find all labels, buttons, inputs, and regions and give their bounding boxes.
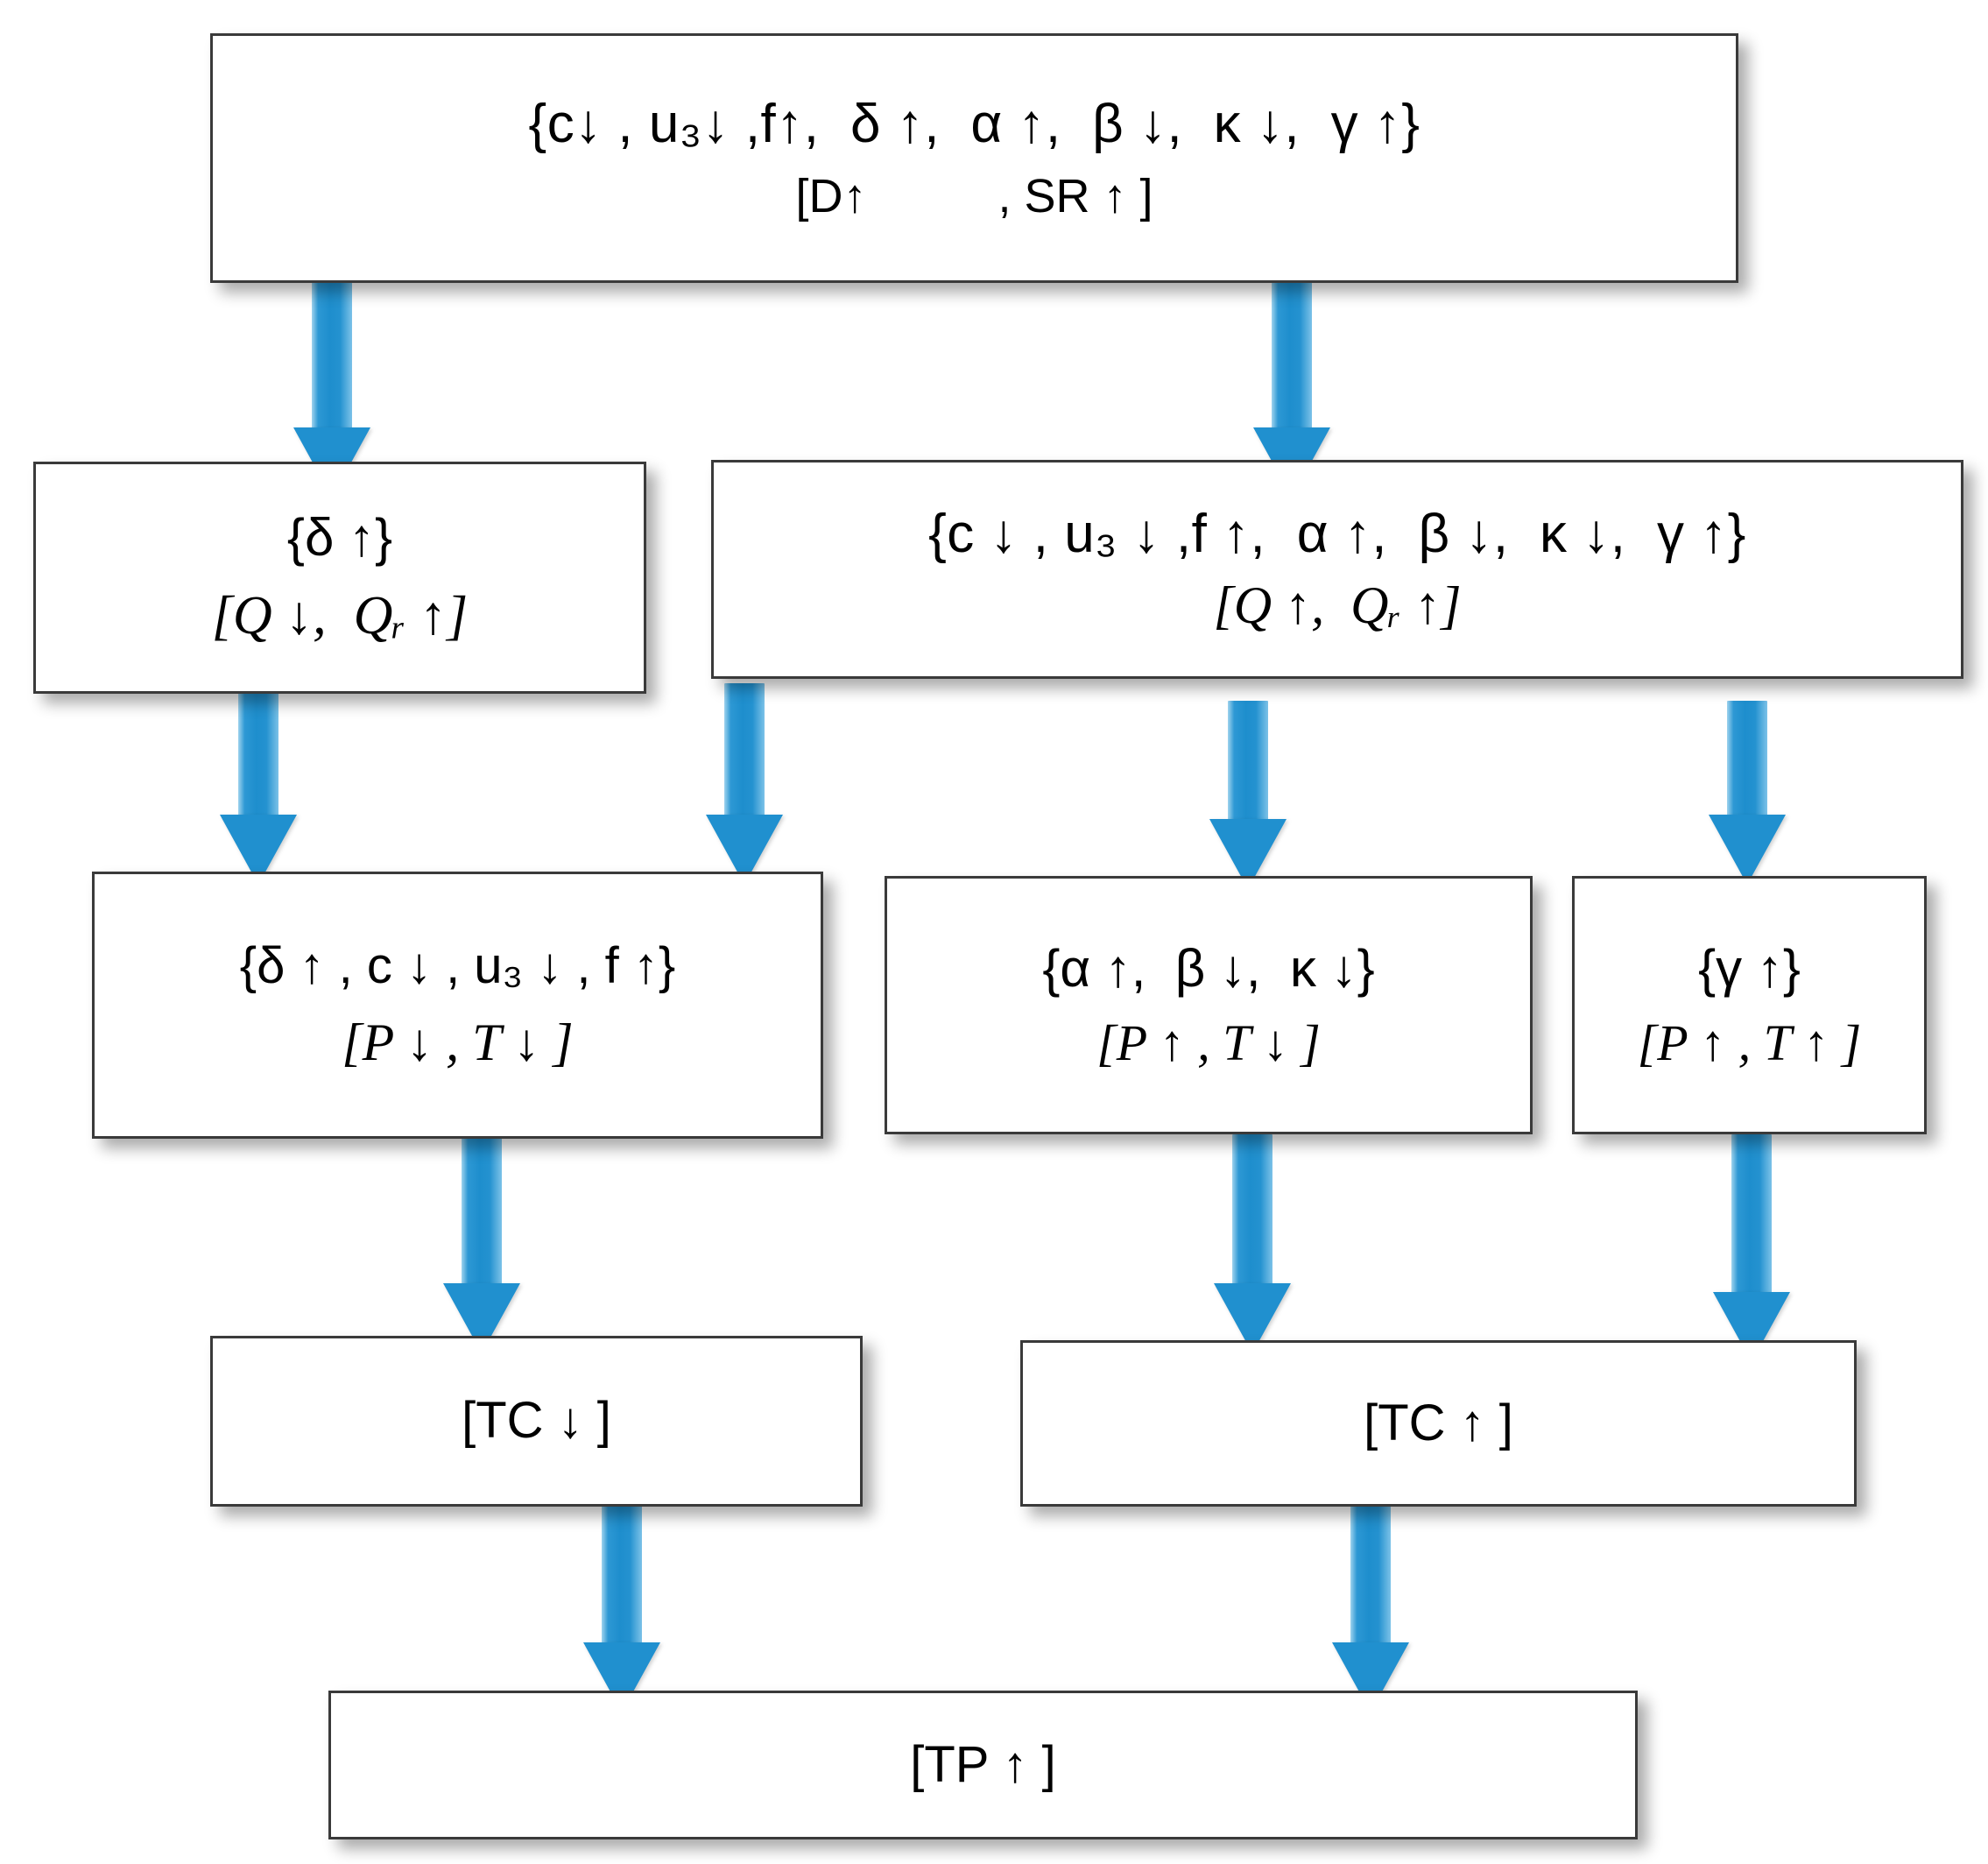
node-set2-properties: [P ↑ , T ↓ ] [1096,1013,1321,1071]
arrow-rest-to-gamma [1708,701,1787,885]
arrow-rest-to-set2 [1209,701,1287,889]
node-set-alpha-beta-kappa[interactable]: {α ↑, β ↓, κ ↓} [P ↑ , T ↓ ] [885,876,1533,1134]
node-set-delta-c-u3-f[interactable]: {δ ↑ , c ↓ , u₃ ↓ , f ↑} [P ↓ , T ↓ ] [92,872,823,1139]
node-rest-set: {c ↓ , u₃ ↓ ,f ↑, α ↑, β ↓, κ ↓, γ ↑} [928,503,1746,564]
node-root[interactable]: {c↓ , u₃↓ ,f↑, δ ↑, α ↑, β ↓, κ ↓, γ ↑} … [210,33,1738,283]
arrow-gamma-to-tc-up [1712,1134,1791,1362]
node-rest[interactable]: {c ↓ , u₃ ↓ ,f ↑, α ↑, β ↓, κ ↓, γ ↑} [Q… [711,460,1963,679]
node-set-gamma[interactable]: {γ ↑} [P ↑ , T ↑ ] [1572,876,1927,1134]
node-tc-down-label: [TC ↓ ] [462,1392,611,1450]
arrow-set2-to-tc-up [1213,1134,1292,1353]
arrow-rest-to-set1 [705,683,784,885]
node-gamma-set: {γ ↑} [1698,938,1801,998]
node-root-properties: [D↑ , SR ↑ ] [795,169,1153,222]
node-delta-properties: [Q ↓, Qᵣ ↑] [211,586,469,646]
arrow-tc-up-to-tp [1331,1493,1410,1712]
node-tc-down[interactable]: [TC ↓ ] [210,1336,863,1507]
node-tc-up[interactable]: [TC ↑ ] [1020,1340,1857,1507]
arrow-tc-down-to-tp [582,1493,661,1712]
node-gamma-properties: [P ↑ , T ↑ ] [1637,1013,1862,1071]
node-set1-set: {δ ↑ , c ↓ , u₃ ↓ , f ↑} [239,936,676,994]
node-tp-up-label: [TP ↑ ] [910,1735,1056,1793]
arrow-delta-to-set1 [219,692,298,885]
node-tc-up-label: [TC ↑ ] [1364,1394,1513,1451]
arrow-set1-to-tc-down [442,1134,521,1353]
node-delta[interactable]: {δ ↑} [Q ↓, Qᵣ ↑] [33,462,646,694]
node-rest-properties: [Q ↑, Qᵣ ↑] [1213,576,1462,635]
node-root-set: {c↓ , u₃↓ ,f↑, δ ↑, α ↑, β ↓, κ ↓, γ ↑} [528,93,1421,154]
node-delta-set: {δ ↑} [286,508,393,568]
node-tp-up[interactable]: [TP ↑ ] [328,1691,1638,1839]
node-set1-properties: [P ↓ , T ↓ ] [342,1013,574,1072]
node-set2-set: {α ↑, β ↓, κ ↓} [1042,938,1375,998]
